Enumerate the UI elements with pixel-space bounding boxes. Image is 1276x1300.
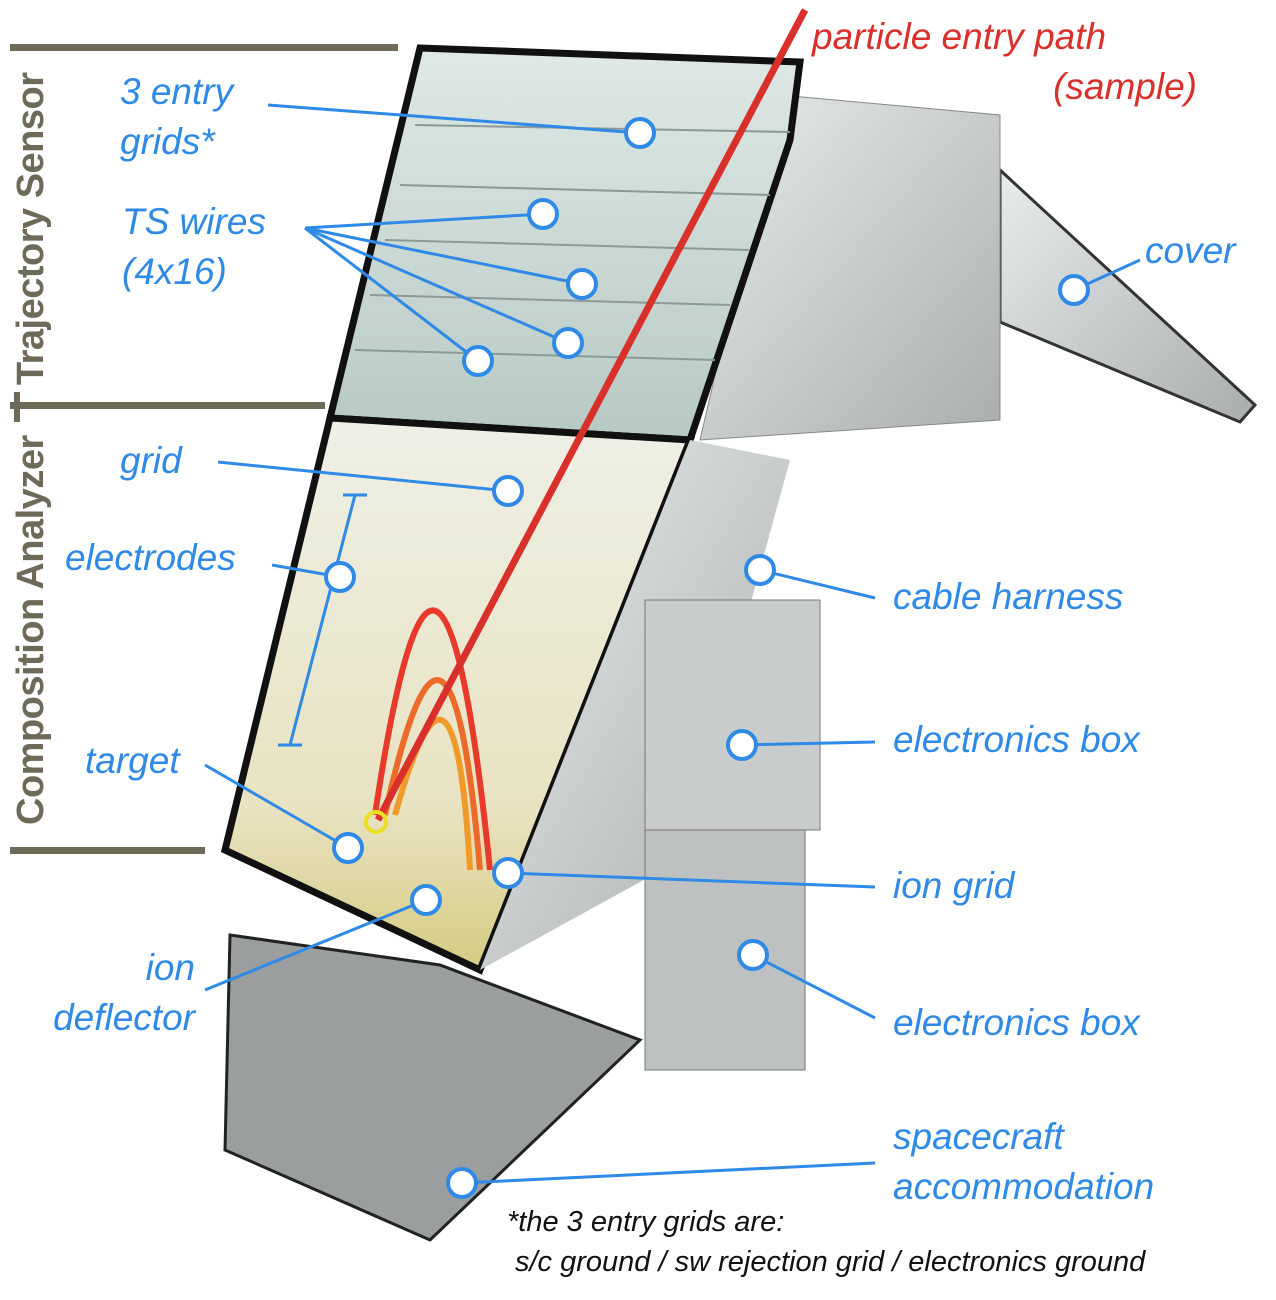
label-line: particle entry path: [812, 16, 1107, 57]
label-grid: grid: [120, 440, 182, 481]
cover-panel: [998, 166, 1258, 424]
divider-top: [10, 44, 398, 51]
electronics-boxes: [644, 599, 821, 1071]
label-line: 3 entry: [120, 71, 234, 112]
label-line: accommodation: [893, 1166, 1155, 1207]
particle-entry-path: [374, 8, 809, 822]
section-trajectory-sensor: Trajectory Sensor: [10, 72, 52, 385]
label-cable-harness: cable harness: [893, 576, 1124, 617]
footnote-line-2: s/c ground / sw rejection grid / electro…: [515, 1246, 1146, 1278]
label-line: TS wires: [122, 201, 266, 242]
label-line: grids*: [120, 121, 215, 162]
label-line: deflector: [53, 997, 195, 1038]
label-particle-entry-path: particle entry path (sample): [812, 12, 1197, 112]
label-entry-grids: 3 entry grids*: [120, 67, 233, 167]
trajectory-sensor-housing: [325, 44, 1001, 444]
footnote-line-1: *the 3 entry grids are:: [507, 1206, 785, 1238]
section-composition-analyzer: Composition Analyzer: [10, 435, 52, 825]
label-line: ion: [145, 947, 195, 988]
divider-bottom: [10, 847, 205, 854]
label-line: (4x16): [122, 251, 227, 292]
label-electronics-box-upper: electronics box: [893, 719, 1140, 760]
composition-analyzer-housing: [220, 414, 790, 975]
label-ion-grid: ion grid: [893, 865, 1015, 906]
divider-tick: [14, 392, 20, 422]
label-target: target: [85, 740, 180, 781]
label-electrodes: electrodes: [65, 537, 236, 578]
callout-dots: [324, 117, 1090, 1199]
base-structure: [223, 933, 643, 1242]
target-marker: [364, 810, 388, 834]
divider-middle: [10, 402, 325, 409]
label-cover: cover: [1145, 230, 1236, 271]
label-spacecraft-accommodation: spacecraft accommodation: [893, 1112, 1154, 1212]
label-line: spacecraft: [893, 1116, 1064, 1157]
ion-trajectories: [372, 607, 493, 871]
label-electronics-box-lower: electronics box: [893, 1002, 1140, 1043]
section-dividers: [278, 493, 367, 747]
label-ts-wires: TS wires (4x16): [122, 197, 266, 297]
label-ion-deflector: ion deflector: [30, 943, 195, 1043]
label-line: (sample): [1053, 66, 1197, 107]
